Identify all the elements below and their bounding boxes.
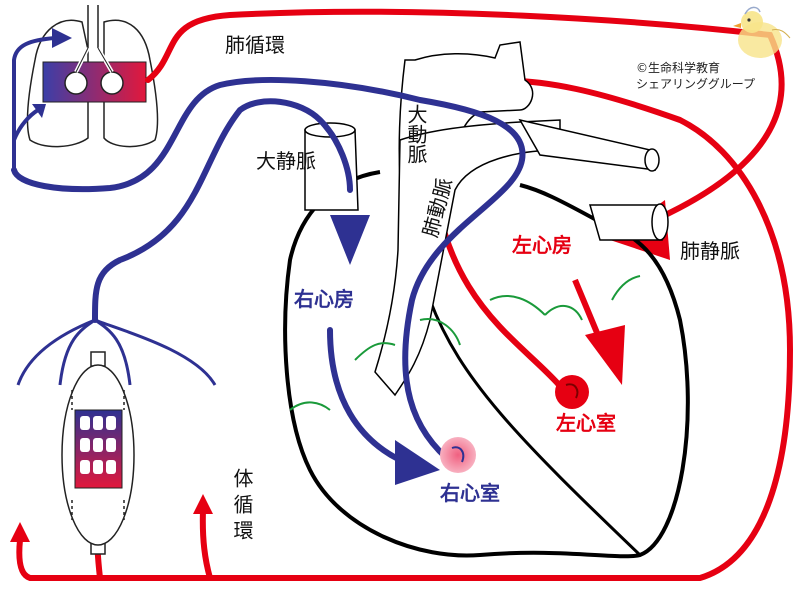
label-aorta-text: 大動脈 xyxy=(404,104,428,164)
label-pulmonary-circulation: 肺循環 xyxy=(225,33,285,57)
credit-line-1: ©生命科学教育 xyxy=(636,60,720,75)
trachea xyxy=(87,5,99,48)
label-right-atrium: 右心房 xyxy=(294,287,354,311)
alveolus-right xyxy=(100,71,124,95)
label-aorta: 大動脈 xyxy=(404,104,428,164)
arrow-head-icon xyxy=(470,360,520,380)
label-right-ventricle: 右心室 xyxy=(440,481,500,505)
lungs xyxy=(26,5,159,148)
arrow-head-icon xyxy=(10,522,30,542)
pulmonary-trunk xyxy=(374,119,561,397)
label-left-atrium: 左心房 xyxy=(512,233,572,257)
valves xyxy=(289,275,641,411)
heart xyxy=(283,170,690,559)
arrow-head-icon xyxy=(585,325,625,385)
septum xyxy=(428,299,642,557)
label-vena-cava: 大静脈 xyxy=(256,149,316,173)
arrow-head-icon xyxy=(32,104,46,118)
left-lung-outline xyxy=(26,19,89,148)
label-left-ventricle: 左心室 xyxy=(556,411,616,435)
rv-marker xyxy=(440,437,476,473)
pa-branch xyxy=(518,118,656,171)
pulmonary-vein-outline xyxy=(589,204,663,241)
lung-capillary-bed xyxy=(42,61,147,103)
lung-inflow-arrows xyxy=(12,36,56,170)
arrow-head-icon xyxy=(193,494,213,514)
arrow-head-icon xyxy=(395,440,440,485)
label-pulmonary-vein: 肺静脈 xyxy=(680,239,740,263)
alveolus-left xyxy=(64,71,88,95)
heart-outline xyxy=(283,170,690,559)
label-systemic-circulation: 体循環 xyxy=(230,468,254,546)
arrow-head-icon xyxy=(330,215,370,265)
body-veins xyxy=(16,318,217,386)
body-tissue xyxy=(61,351,135,555)
la-to-lv-flow xyxy=(572,278,603,342)
chick-logo xyxy=(733,6,791,58)
credit-line-2: シェアリンググループ xyxy=(636,77,755,91)
lv-marker xyxy=(555,375,589,409)
right-lung-outline xyxy=(103,19,159,148)
arrow-head-icon xyxy=(52,28,72,48)
blue-vessels xyxy=(11,77,526,468)
